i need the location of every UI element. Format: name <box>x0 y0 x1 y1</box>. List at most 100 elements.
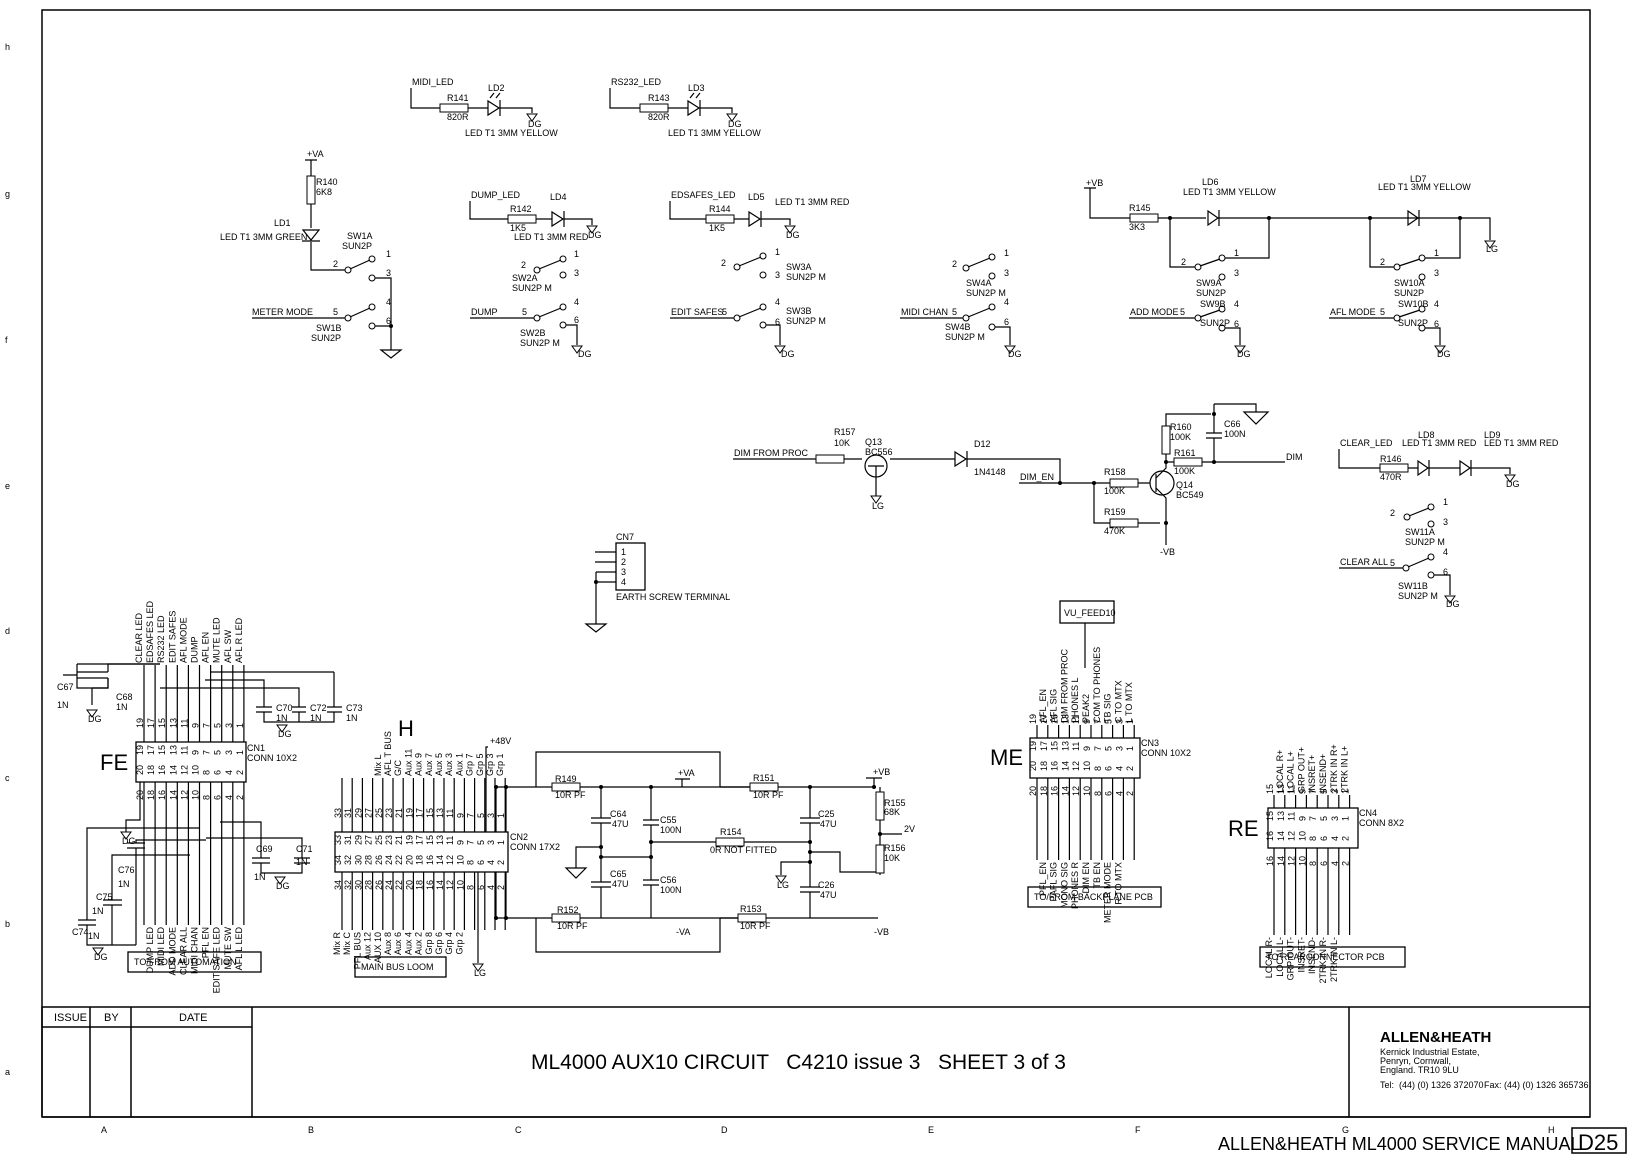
svg-text:C70: C70 <box>276 703 293 713</box>
pin-number: 9 <box>455 840 465 845</box>
net-label: RS232 LED <box>156 615 166 663</box>
pin-number: 14 <box>1060 786 1070 796</box>
net-label: PFL BUS <box>352 932 362 969</box>
page-code-box <box>1571 1127 1627 1154</box>
pin-number: 11 <box>445 836 455 845</box>
pin-number: 5 <box>1104 719 1114 724</box>
col-marker: B <box>308 1125 314 1135</box>
pin-number: 2 <box>235 795 245 800</box>
pin-number: 21 <box>394 835 404 845</box>
net-label: Mix R <box>332 932 342 955</box>
svg-text:6: 6 <box>1234 319 1239 329</box>
pin-number: 31 <box>343 808 353 818</box>
pin-number: 18 <box>415 880 425 890</box>
net-label: EDIT SAFES <box>167 611 177 663</box>
row-marker: b <box>5 919 10 929</box>
net-label: AFL SW <box>223 629 233 663</box>
svg-text:DG: DG <box>1506 479 1520 489</box>
connector-tag: RE <box>1228 816 1259 841</box>
svg-text:2: 2 <box>1390 508 1395 518</box>
svg-text:Tel: (44) (0) 1326 372070: Tel: (44) (0) 1326 372070 <box>1380 1080 1484 1090</box>
rs232-led-circuit: RS232_LED R143 820R LD3 LED T1 3MM YELLO… <box>609 77 761 138</box>
pin-number: 17 <box>415 808 425 818</box>
svg-text:1N4148: 1N4148 <box>974 467 1006 477</box>
pin-number: 27 <box>364 808 374 818</box>
svg-text:5: 5 <box>333 307 338 317</box>
net-label: Grp 6 <box>434 932 444 955</box>
svg-text:820R: 820R <box>648 112 670 122</box>
col-marker: G <box>1342 1125 1349 1135</box>
svg-text:DG: DG <box>276 881 290 891</box>
svg-text:1N: 1N <box>88 931 100 941</box>
svg-text:SW11B: SW11B <box>1398 581 1428 591</box>
net-label: INSEND+ <box>1318 754 1328 793</box>
pin-number: 7 <box>466 840 476 845</box>
svg-text:6K8: 6K8 <box>316 187 332 197</box>
net-label: CLEAR LED <box>134 612 144 663</box>
pin-number: 9 <box>1297 816 1307 821</box>
net-label: METER MODE <box>1103 862 1113 923</box>
svg-text:SW2A: SW2A <box>512 273 538 283</box>
svg-text:2V: 2V <box>904 824 915 834</box>
ref-label: LD2 <box>488 83 505 93</box>
svg-text:CN4: CN4 <box>1359 808 1377 818</box>
svg-text:C75: C75 <box>96 892 113 902</box>
svg-text:SUN2P: SUN2P <box>1398 318 1428 328</box>
pin-number: 8 <box>1308 836 1318 841</box>
svg-text:DUMP_LED: DUMP_LED <box>471 190 521 200</box>
pin-number: 14 <box>1276 831 1286 841</box>
connector-tag: H <box>398 716 414 741</box>
pin-number: 24 <box>384 855 394 865</box>
net-label: Mix L <box>373 754 383 776</box>
meter-mode-circuit: +VA R140 6K8 LD1 LED T1 3MM GREEN SW1A S… <box>220 149 403 359</box>
svg-text:Q14: Q14 <box>1176 480 1193 490</box>
edsafes-led-circuit: EDSAFES_LED R144 1K5 LD5 LED T1 3MM RED … <box>669 190 850 240</box>
net-label: TB EN <box>1092 862 1102 889</box>
pin-number: 1 <box>235 723 245 728</box>
pin-number: 19 <box>1028 741 1038 751</box>
svg-text:C55: C55 <box>660 815 677 825</box>
svg-text:MIDI CHAN: MIDI CHAN <box>901 307 948 317</box>
pin-number: 4 <box>1330 836 1340 841</box>
row-marker: g <box>5 189 10 199</box>
pin-number: 12 <box>179 765 189 775</box>
svg-text:EDIT SAFES: EDIT SAFES <box>671 307 723 317</box>
svg-text:C76: C76 <box>118 865 135 875</box>
net-label: Aux 2 <box>414 932 424 955</box>
net-label: 2TRK IN R- <box>1318 937 1328 984</box>
me-connector: ME CN3 CONN 10X2 VU_FEED10 TO/FROM BACKP… <box>990 600 1191 923</box>
net-label: MIDI LED <box>156 927 166 967</box>
svg-text:1N: 1N <box>276 713 288 723</box>
pin-number: 8 <box>1093 766 1103 771</box>
svg-text:5: 5 <box>1390 558 1395 568</box>
svg-text:1N: 1N <box>254 872 266 882</box>
svg-text:5: 5 <box>1380 307 1385 317</box>
svg-text:SUN2P M: SUN2P M <box>786 316 826 326</box>
svg-text:England. TR10 9LU: England. TR10 9LU <box>1380 1065 1459 1075</box>
svg-text:-VB: -VB <box>874 927 889 937</box>
pin-number: 9 <box>1297 789 1307 794</box>
row-marker: h <box>5 42 10 52</box>
row-marker: a <box>5 1067 10 1077</box>
svg-text:100N: 100N <box>660 885 682 895</box>
pin-number: 4 <box>486 860 496 865</box>
svg-text:+VB: +VB <box>1086 178 1103 188</box>
pin-number: 14 <box>168 765 178 775</box>
pin-number: 10 <box>1297 856 1307 866</box>
cn1-body <box>135 741 247 783</box>
row-marker: c <box>5 773 10 783</box>
svg-text:5: 5 <box>952 307 957 317</box>
pin-number: 9 <box>455 813 465 818</box>
pin-number: 10 <box>1082 786 1092 796</box>
svg-text:R156: R156 <box>884 843 906 853</box>
pin-number: 28 <box>364 880 374 890</box>
pin-number: 13 <box>1276 811 1286 821</box>
pin-number: 15 <box>1050 741 1060 751</box>
net-label: PEAK2 <box>1081 694 1091 723</box>
ground-icon <box>564 867 588 879</box>
svg-text:10R PF: 10R PF <box>753 790 784 800</box>
svg-text:6: 6 <box>1434 319 1439 329</box>
pin-number: 13 <box>435 835 445 845</box>
svg-text:R154: R154 <box>720 827 742 837</box>
pin-number: 10 <box>191 790 201 800</box>
